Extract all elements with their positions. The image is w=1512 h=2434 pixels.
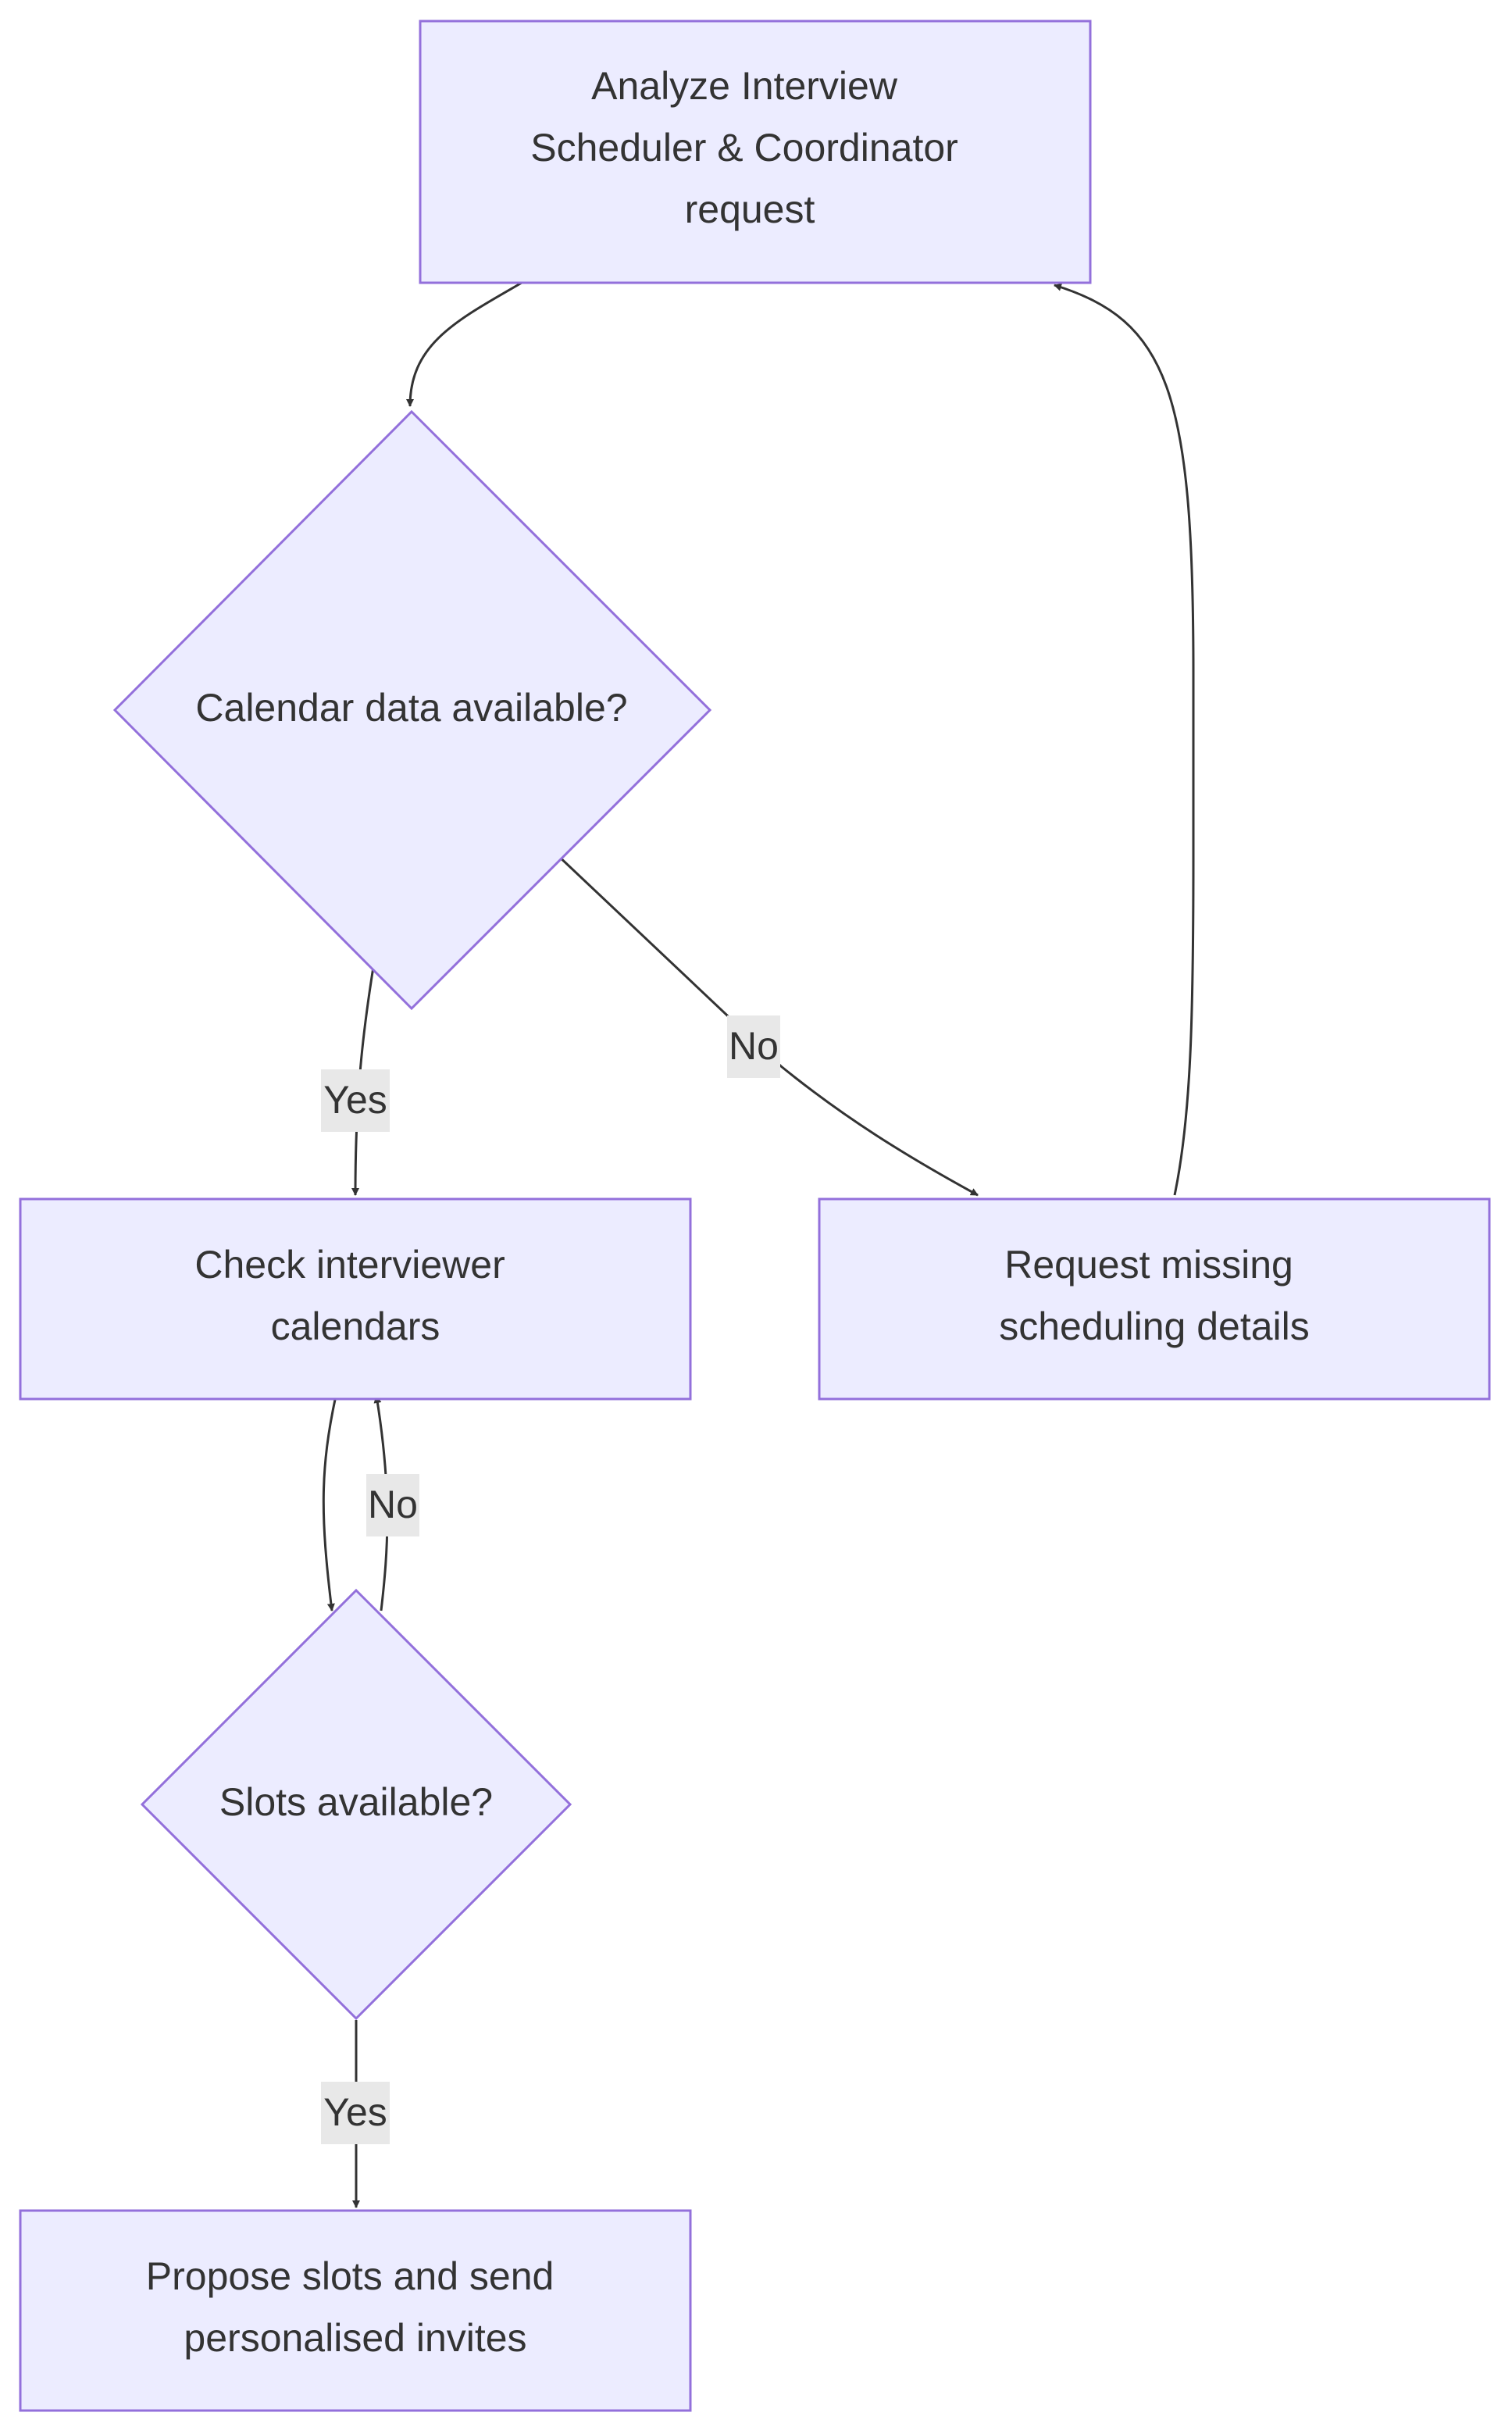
node-calendar-data-decision: Calendar data available? [112, 409, 712, 1011]
node-text-line: Propose slots and send [146, 2254, 555, 2298]
edge-label-text: Yes [323, 2090, 387, 2134]
edge-label-text: No [729, 1024, 779, 1068]
node-text-line: Check interviewer [194, 1243, 505, 1287]
node-analyze-request: Analyze Interview Scheduler & Coordinato… [419, 20, 1092, 284]
node-propose-slots: Propose slots and send personalised invi… [19, 2209, 692, 2412]
edge-request-details-to-analyze [1054, 283, 1195, 1196]
node-text-line: calendars [271, 1304, 440, 1348]
svg-text:Slots available?: Slots available? [219, 1780, 493, 1824]
edge-label-slots-yes: Yes [321, 2082, 390, 2144]
edge-calendar-check-to-request-details [555, 852, 979, 1197]
edge-label-slots-no: No [366, 1474, 419, 1536]
node-text-line: Calendar data available? [195, 686, 627, 730]
edge-label-text: No [368, 1483, 418, 1526]
edge-analyze-to-calendar-check [406, 281, 522, 407]
svg-text:Propose slots and send p: Propose slots and send personalised invi… [146, 2254, 565, 2360]
node-text-line: Scheduler & Coordinator [530, 126, 958, 170]
svg-text:Check interviewer calend: Check interviewer calendars [194, 1243, 515, 1348]
svg-text:Calendar data available?: Calendar data available? [195, 686, 627, 730]
node-text-line: Analyze Interview [591, 64, 898, 108]
node-text-line: Slots available? [219, 1780, 493, 1824]
node-text-line: Request missing [1004, 1243, 1293, 1287]
edge-check-calendars-to-slots-check [322, 1395, 337, 1611]
edge-label-calendar-no: No [727, 1015, 780, 1078]
node-slots-available-decision: Slots available? [140, 1588, 572, 2021]
edge-label-calendar-yes: Yes [321, 1069, 390, 1132]
node-request-missing-details: Request missing scheduling details [818, 1197, 1491, 1401]
node-text-line: request [685, 187, 815, 231]
node-check-interviewer-calendars: Check interviewer calendars [19, 1197, 692, 1401]
svg-text:Analyze Interview Schedu: Analyze Interview Scheduler & Coordinato… [530, 64, 968, 231]
node-text-line: scheduling details [999, 1304, 1310, 1348]
edge-calendar-check-to-check-calendars [351, 966, 375, 1196]
node-text-line: personalised invites [184, 2316, 526, 2360]
svg-text:Request missing scheduli: Request missing scheduling details [999, 1243, 1310, 1348]
edge-label-text: Yes [323, 1078, 387, 1122]
